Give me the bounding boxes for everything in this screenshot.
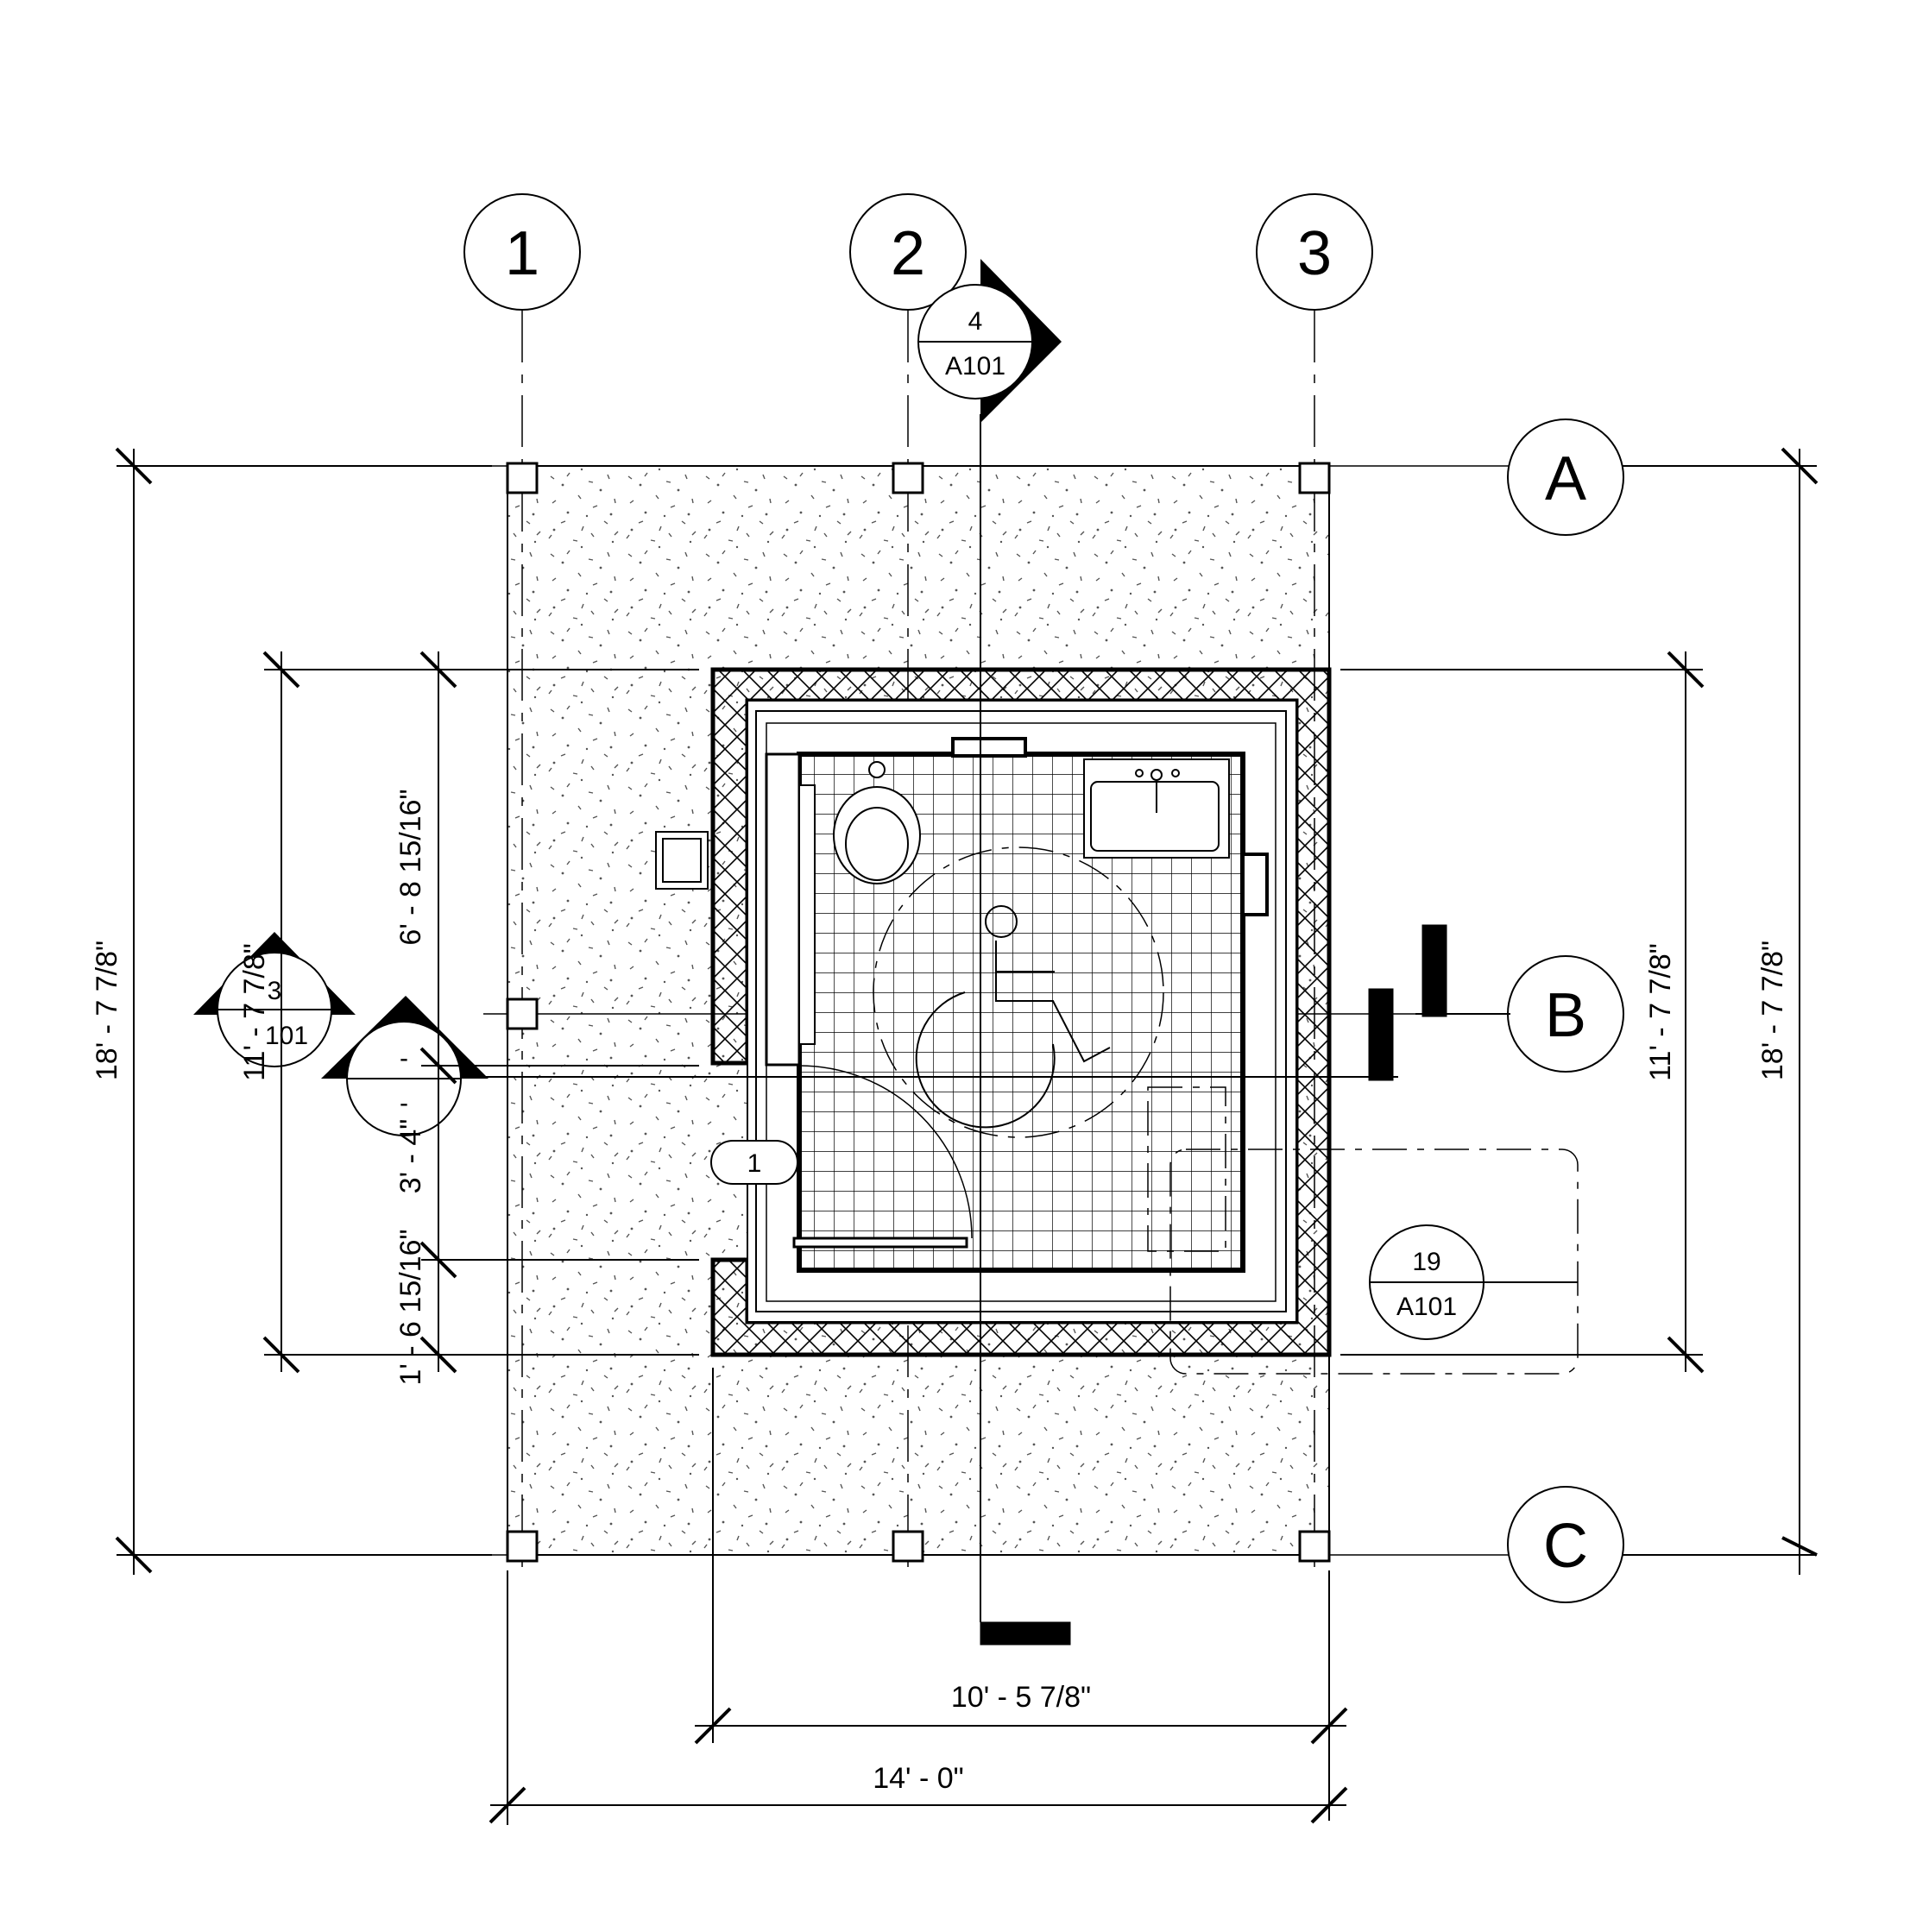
- sink: [1083, 758, 1230, 859]
- dim-room-height-right: 11' - 7 7/8": [1644, 943, 1677, 1081]
- dim-overall-height-right: 18' - 7 7/8": [1756, 941, 1789, 1080]
- dimension-lines: [115, 447, 1819, 1825]
- structural-columns: [506, 462, 1331, 1563]
- dim-segment-top: 6' - 8 15/16": [394, 789, 427, 945]
- grid-label-2: 2: [891, 219, 925, 288]
- dim-interior-width: 10' - 5 7/8": [951, 1681, 1091, 1714]
- section-cut-lines: [414, 414, 1510, 1646]
- section-tag-left-2-sheet: -: [400, 1089, 408, 1117]
- accessibility-symbol: [915, 905, 1111, 1129]
- grid-bubbles: [463, 193, 1624, 1603]
- detail-callout-number: 19: [1412, 1248, 1440, 1276]
- grid-label-3: 3: [1297, 219, 1332, 288]
- grid-label-c: C: [1543, 1512, 1588, 1581]
- door-tag-frame: [710, 1140, 798, 1185]
- exterior-fixture: [655, 831, 709, 890]
- dim-room-height-left: 11' - 7 7/8": [238, 943, 271, 1081]
- section-tag-left-number: 3: [268, 977, 282, 1005]
- section-tag-top: [917, 259, 1062, 423]
- section-tag-top-sheet: A101: [945, 352, 1005, 381]
- turning-radius: [873, 846, 1164, 1138]
- detail-callout-sheet: A101: [1396, 1293, 1457, 1321]
- dim-segment-door: 3' - 4": [394, 1119, 427, 1194]
- door-swing: [792, 1065, 973, 1249]
- section-tag-top-number: 4: [968, 307, 983, 336]
- wall-fixture-top: [951, 737, 1027, 758]
- dim-overall-width: 14' - 0": [873, 1762, 964, 1795]
- section-tag-left: [193, 932, 356, 1067]
- section-tag-left-sheet: 101: [265, 1022, 308, 1050]
- door-tag: 1: [747, 1149, 762, 1178]
- dim-segment-bottom: 1' - 6 15/16": [394, 1229, 427, 1385]
- grab-area: [1147, 1086, 1226, 1252]
- wall-fixture-right: [1241, 853, 1269, 916]
- section-tag-left-2: [321, 996, 489, 1136]
- grid-label-1: 1: [505, 219, 539, 288]
- section-tag-left-2-number: -: [400, 1044, 408, 1073]
- detail-boundary: [1169, 1149, 1579, 1375]
- detail-callout: [1369, 1224, 1578, 1340]
- grid-label-b: B: [1545, 981, 1586, 1050]
- grid-label-a: A: [1545, 444, 1586, 513]
- toilet: [798, 761, 921, 1045]
- dim-overall-height-left: 18' - 7 7/8": [91, 941, 123, 1080]
